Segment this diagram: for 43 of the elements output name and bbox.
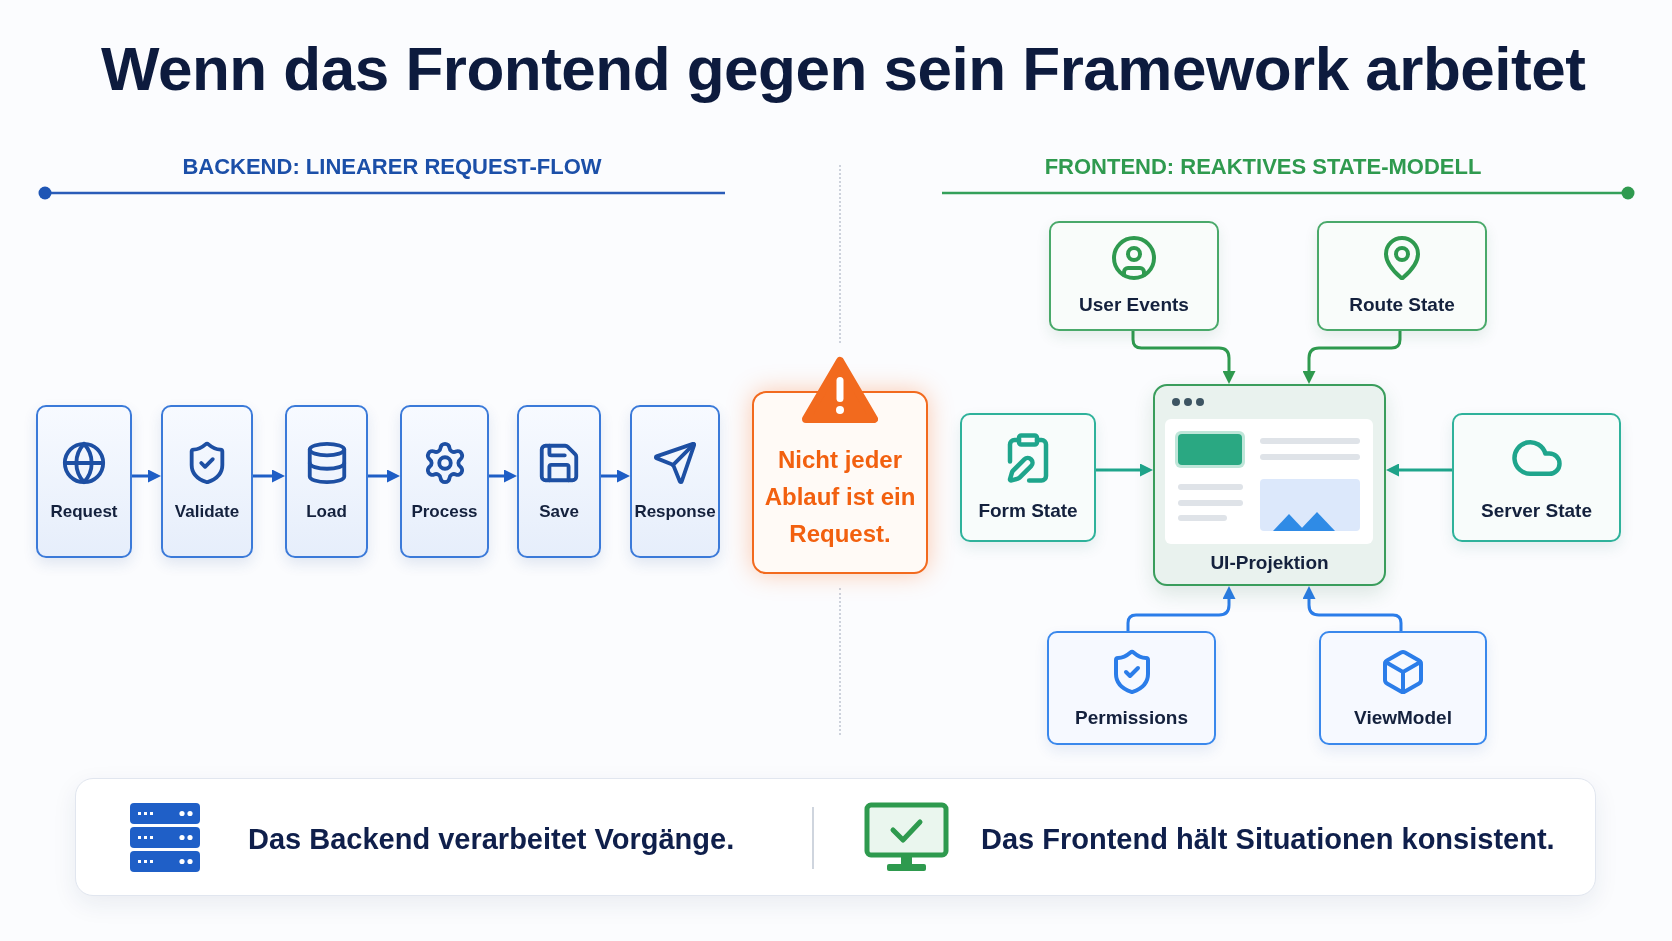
- node-label: Nicht jeder Ablauf ist ein Request.: [763, 445, 917, 549]
- state-source-box: [1317, 221, 1487, 331]
- arrow: [1302, 331, 1402, 384]
- arrow: [1386, 463, 1452, 477]
- node-label: Save: [539, 501, 579, 523]
- section-heading: BACKEND: LINEARER REQUEST-FLOW: [182, 153, 602, 181]
- summary-bar: [75, 778, 1596, 896]
- summary-text: Das Frontend hält Situationen konsistent.: [981, 822, 1555, 857]
- process-step-box: [630, 405, 720, 558]
- arrow: [253, 469, 285, 483]
- arrow: [1131, 331, 1236, 384]
- arrow: [368, 469, 400, 483]
- node-label: Request: [50, 501, 118, 523]
- node-label: Route State: [1349, 293, 1455, 317]
- arrow: [1126, 586, 1236, 631]
- node-label: ViewModel: [1354, 706, 1452, 730]
- ui-projection-window: [1153, 384, 1386, 586]
- arrow: [132, 469, 161, 483]
- process-step-box: [285, 405, 368, 558]
- arrow: [601, 469, 630, 483]
- node-label: Load: [306, 501, 347, 523]
- arrow: [489, 469, 517, 483]
- summary-text: Das Backend verarbeitet Vorgänge.: [248, 822, 735, 857]
- state-source-box: [1452, 413, 1621, 542]
- process-step-box: [36, 405, 132, 558]
- node-label: Permissions: [1075, 706, 1188, 730]
- node-label: Process: [411, 501, 478, 523]
- state-source-box: [960, 413, 1096, 542]
- arrow: [1302, 586, 1403, 631]
- node-label: Server State: [1481, 499, 1592, 523]
- state-source-box: [1049, 221, 1219, 331]
- node-label: Response: [634, 501, 716, 523]
- process-step-box: [517, 405, 601, 558]
- process-step-box: [400, 405, 489, 558]
- node-label: Form State: [978, 499, 1078, 523]
- process-step-box: [161, 405, 253, 558]
- arrow: [1096, 463, 1153, 477]
- state-source-box: [1319, 631, 1487, 745]
- state-source-box: [1047, 631, 1216, 745]
- section-heading: FRONTEND: REAKTIVES STATE-MODELL: [1044, 153, 1482, 181]
- node-label: UI-Projektion: [1210, 551, 1329, 575]
- node-label: User Events: [1079, 293, 1189, 317]
- node-label: Validate: [174, 501, 240, 523]
